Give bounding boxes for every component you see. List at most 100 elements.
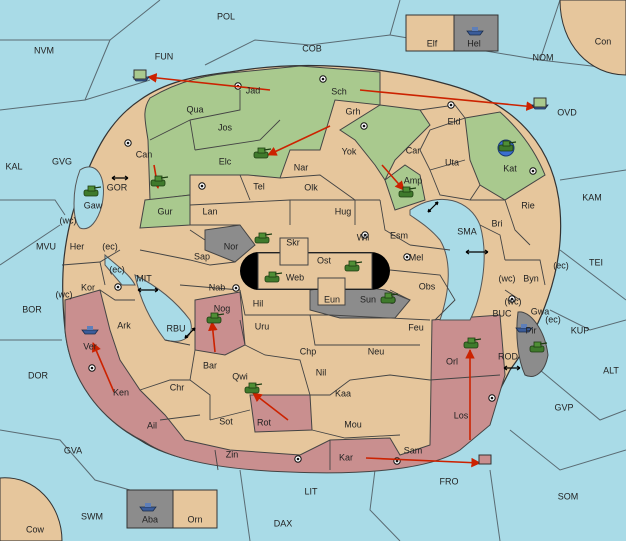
sea-label: RBU [166,323,185,333]
land-label: Ver [83,341,97,351]
land-label: Olk [304,182,318,192]
province-box-orn [172,489,218,529]
land-label: Eun [324,294,340,304]
land-label: Gur [157,206,172,216]
order-arrows [91,73,536,468]
land-label: Skr [286,237,300,247]
units [81,26,549,512]
land-label: Qwi [232,371,248,381]
land-label: Yok [342,146,357,156]
land-label: Bar [203,360,217,370]
sea-label: GVA [64,445,82,455]
land-labels: Elf Hel Jad Sch Qua Jos Grh Can Elc Nar … [70,38,550,524]
sea-label: ROD [498,351,519,361]
land-label: Hel [467,38,481,48]
sea-label: NVM [34,45,54,55]
land-label: Can [136,149,153,159]
inner-sea-gor [73,166,104,230]
red-region [64,289,506,474]
land-label: Amp [404,175,423,185]
coast-label: (ec) [553,260,569,270]
land-label: Hil [253,298,264,308]
land-label: Aba [142,514,158,524]
land-label: Kat [503,163,517,173]
sea-label: GVG [52,156,72,166]
sea-label: MIT [136,273,152,283]
land-label: Sun [360,294,376,304]
land-label: Elf [427,38,438,48]
land-label: Her [70,241,85,251]
sea-labels: POL NVM FUN COB NOM OVD Con KAL GVG GOR … [5,11,619,534]
land-label: Jad [246,85,261,95]
sea-label: SMA [457,226,477,236]
coast-label: (ec) [109,264,125,274]
sea-label: KAM [582,192,602,202]
land-label: Neu [368,346,385,356]
land-label: Sam [404,445,423,455]
land-label: Sot [219,416,233,426]
land-label: Rot [257,417,272,427]
land-label: Mou [344,419,362,429]
land-label: Kaa [335,388,351,398]
land-label: Chr [170,382,185,392]
sea-label: ALT [603,365,619,375]
sea-label: LIT [304,486,318,496]
sea-label: SOM [558,491,579,501]
land-label: Wil [357,232,370,242]
coast-label: (wc) [60,215,77,225]
sea-label: KAL [5,161,22,171]
land-label: Los [454,410,469,420]
inner-sea-sma [409,198,485,321]
sea-label: Cow [26,524,45,534]
sea-label: Con [595,36,612,46]
land-label: Kar [339,452,353,462]
sea-label: TEI [589,257,603,267]
sea-label: KUP [571,325,590,335]
land-label: Uta [445,157,459,167]
land-label: Ken [113,387,129,397]
land-label: Sap [194,251,210,261]
land-label: Qua [186,104,203,114]
sea-label: DOR [28,370,49,380]
land-label: Nog [214,303,231,313]
green-region [144,65,381,201]
sea-label: DAX [274,518,293,528]
coast-label: (wc) [499,273,516,283]
coast-labels: (wc) (ec) (ec) (wc) (wc) (ec) (wc) (ec) [56,215,569,324]
land-label: Obs [419,281,436,291]
land-label: Uru [255,321,270,331]
land-label: Esm [390,230,408,240]
sea-label: NOM [533,52,554,62]
land-label: Hug [335,206,352,216]
coast-label: (wc) [56,289,73,299]
land-label: Nil [316,367,327,377]
province-borders [61,90,546,471]
land-label: Orn [187,514,202,524]
sea-label: BOR [22,304,42,314]
land-label: Grh [345,106,360,116]
land-label: Eld [447,116,460,126]
land-label: Tel [253,181,265,191]
land-label: Lan [202,206,217,216]
land-label: Mel [409,252,424,262]
land-label: Nor [224,241,239,251]
connections [111,175,521,371]
land-label: Rie [521,200,535,210]
inner-sea-mit [104,253,136,286]
land-label: Kor [81,282,95,292]
land-label: Pir [526,325,537,335]
land-label: Sch [331,86,347,96]
sea-label: GOR [107,182,128,192]
land-label: Ost [317,255,332,265]
land-label: Nar [294,162,309,172]
land-label: Gwa [531,306,550,316]
coast-label: (wc) [505,296,522,306]
sea-label: FRO [440,476,459,486]
coast-label: (ec) [545,314,561,324]
sea-label: MVU [36,241,56,251]
sea-label: GVP [554,402,573,412]
land-label: Ail [147,420,157,430]
land-label: Ark [117,320,131,330]
